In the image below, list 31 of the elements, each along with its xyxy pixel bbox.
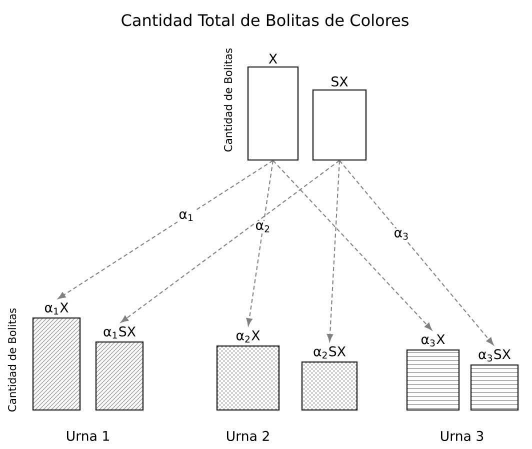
urn-label: Urna 1 <box>66 431 109 441</box>
node-label: SX <box>332 76 348 87</box>
arrow <box>246 160 274 326</box>
arrow <box>272 160 432 330</box>
bar: SX <box>312 76 367 161</box>
node-label: α$_{1}$X <box>44 302 68 315</box>
edge-label: α$_{3}$ <box>392 228 411 242</box>
arrow <box>120 160 340 323</box>
bar: X <box>247 54 299 161</box>
edge-label: α$_{1}$ <box>177 210 196 222</box>
bar: α$_{3}$X <box>406 334 460 411</box>
node-label: α$_{3}$X <box>421 334 445 347</box>
node-label: X <box>268 54 278 64</box>
node-label: α$_{2}$X <box>236 330 260 343</box>
bar: α$_{2}$SX <box>301 346 358 411</box>
node-label: α$_{1}$SX <box>104 326 136 339</box>
node-label: α$_{2}$SX <box>314 346 346 359</box>
arrow <box>339 160 494 346</box>
bar: α$_{1}$SX <box>95 326 144 411</box>
urn-label: Urna 2 <box>226 430 269 442</box>
node-label: α$_{3}$SX <box>478 349 511 362</box>
arrow <box>58 160 274 299</box>
axis-label: Cantidad de Bolitas <box>224 48 232 152</box>
edge-label: α$_{2}$ <box>254 221 272 234</box>
bar: α$_{1}$X <box>32 302 81 411</box>
title: Cantidad Total de Bolitas de Colores <box>122 14 408 26</box>
urn-label: Urna 3 <box>440 430 484 442</box>
bar: α$_{2}$X <box>216 330 280 411</box>
arrow <box>326 160 340 342</box>
bar: α$_{3}$SX <box>470 349 519 411</box>
axis-label: Cantidad de Bolitas <box>8 308 16 412</box>
